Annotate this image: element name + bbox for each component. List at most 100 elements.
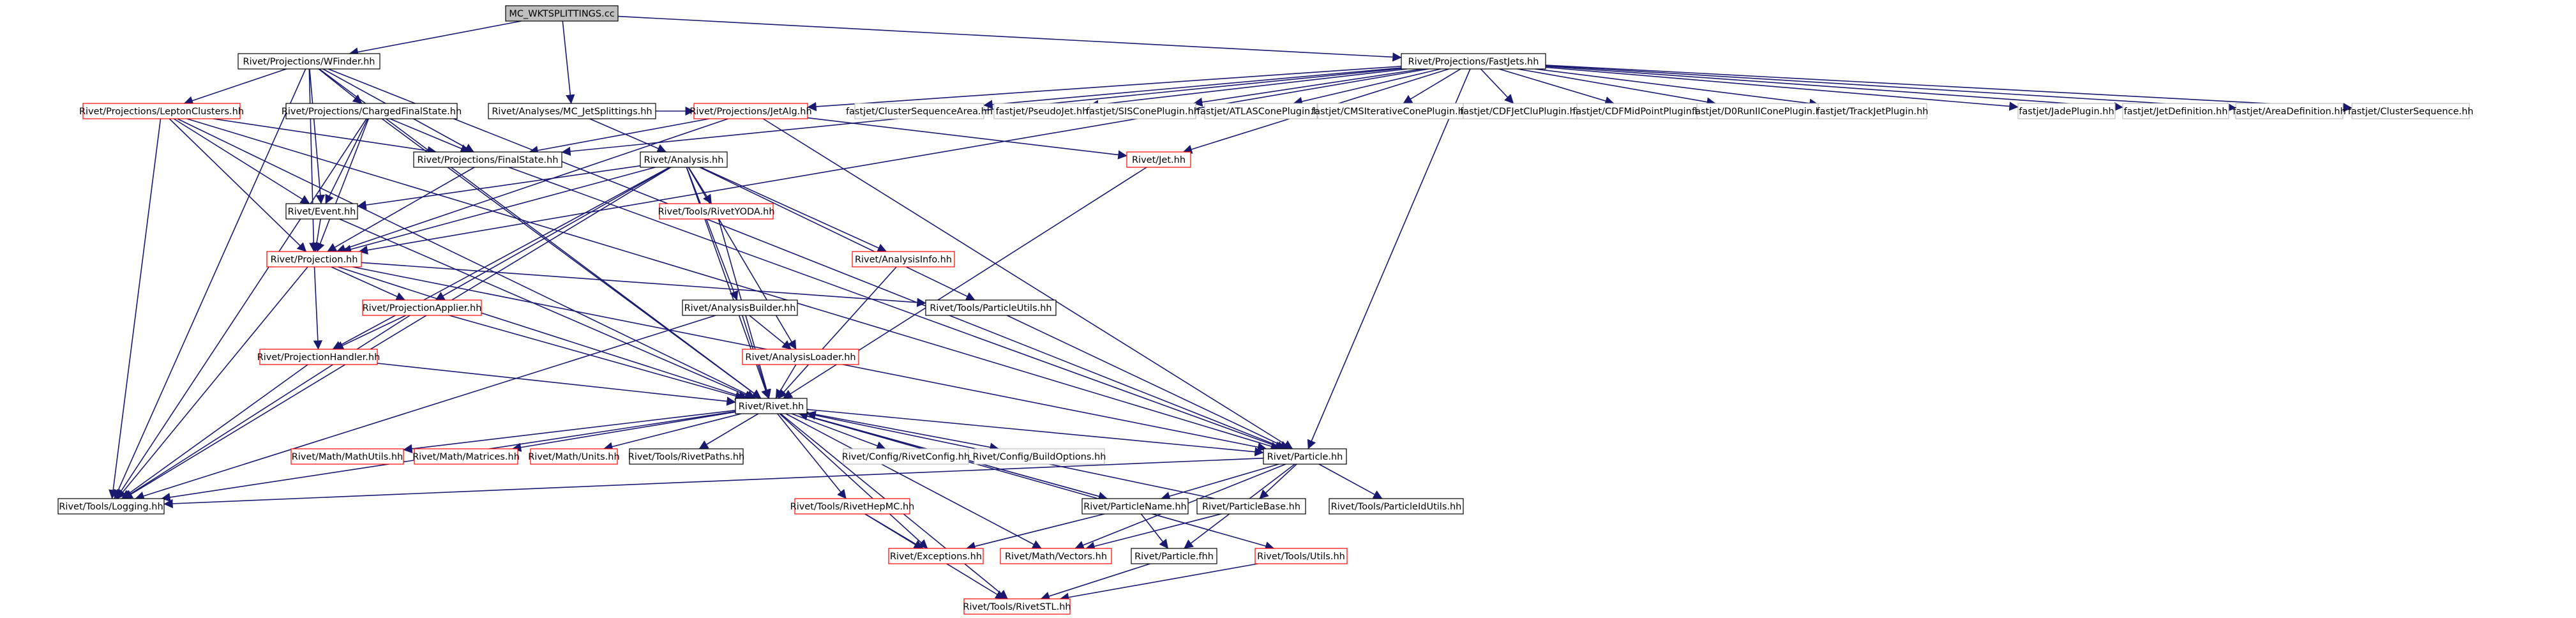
node-box — [259, 349, 378, 365]
include-edge-rivet-to-mathutils — [403, 409, 736, 454]
node-layer: MC_WKTSPLITTINGS.ccRivet/Projections/WFi… — [57, 5, 2473, 615]
node-leptonclusters[interactable]: Rivet/Projections/LeptonClusters.hh — [79, 103, 244, 119]
include-edge-analysis-to-logging — [123, 167, 672, 499]
node-exceptions[interactable]: Rivet/Exceptions.hh — [888, 548, 984, 564]
node-mathutils[interactable]: Rivet/Math/MathUtils.hh — [290, 448, 404, 465]
node-label: fastjet/PseudoJet.hh — [996, 107, 1088, 117]
node-label: Rivet/Projection.hh — [271, 255, 358, 265]
node-box — [2235, 103, 2344, 119]
node-box — [1696, 103, 1823, 119]
include-edge-fastjets-to-siscone — [1193, 68, 1423, 107]
node-box — [659, 203, 774, 220]
node-particlename[interactable]: Rivet/ParticleName.hh — [1081, 498, 1189, 515]
node-rivetyoda[interactable]: Rivet/Tools/RivetYODA.hh — [658, 203, 775, 220]
node-rivethepmc[interactable]: Rivet/Tools/RivetHepMC.hh — [790, 498, 915, 515]
include-edge-leptonclusters-to-finalstate — [213, 118, 437, 156]
include-edge-analysis-to-analysisinfo — [700, 167, 887, 252]
node-rivetconfig: Rivet/Config/RivetConfig.hh — [842, 448, 970, 465]
node-label: Rivet/Exceptions.hh — [890, 552, 982, 562]
include-edge-fastjets-to-jade — [1545, 66, 2019, 111]
node-box — [57, 498, 165, 515]
node-analysisloader[interactable]: Rivet/AnalysisLoader.hh — [742, 349, 859, 365]
node-jetalg[interactable]: Rivet/Projections/JetAlg.hh — [689, 103, 812, 119]
include-edge-fastjets-to-areadef — [1545, 65, 2236, 112]
node-label: Rivet/AnalysisBuilder.hh — [684, 303, 796, 313]
node-box — [505, 5, 619, 22]
node-label: Rivet/Math/Units.hh — [528, 452, 619, 462]
node-atlascone: fastjet/ATLASConePlugin.hh — [1197, 103, 1325, 119]
node-label: Rivet/Tools/ParticleIdUtils.hh — [1331, 502, 1462, 512]
include-edge-analysis-to-analysisloader — [688, 167, 797, 350]
node-label: Rivet/Tools/RivetHepMC.hh — [790, 502, 915, 512]
node-box — [1204, 103, 1318, 119]
include-edge-particlename-to-exceptions — [966, 513, 1105, 551]
node-label: MC_WKTSPLITTINGS.cc — [509, 9, 614, 19]
include-edge-projapplier-to-rivet — [449, 315, 745, 401]
include-edge-event-to-rivet — [339, 218, 754, 400]
node-box — [2017, 103, 2116, 119]
node-wfinder[interactable]: Rivet/Projections/WFinder.hh — [237, 53, 380, 70]
node-vectors[interactable]: Rivet/Math/Vectors.hh — [1000, 548, 1112, 564]
include-edge-particleutils-to-particle — [1006, 315, 1290, 449]
node-label: Rivet/Event.hh — [288, 207, 356, 217]
node-projhandler[interactable]: Rivet/ProjectionHandler.hh — [257, 349, 380, 365]
node-analysisbuilder[interactable]: Rivet/AnalysisBuilder.hh — [682, 299, 798, 316]
include-edge-wfinder-to-chargedfs — [318, 68, 363, 104]
node-box — [1263, 448, 1347, 465]
include-edge-projhandler-to-rivet — [377, 363, 736, 406]
node-analysis[interactable]: Rivet/Analysis.hh — [640, 151, 728, 168]
node-jade: fastjet/JadePlugin.hh — [2017, 103, 2116, 119]
node-rivet[interactable]: Rivet/Rivet.hh — [735, 398, 808, 414]
node-rivetstl[interactable]: Rivet/Tools/RivetSTL.hh — [963, 598, 1071, 615]
include-edge-mcjetsplittings-to-analysis — [589, 118, 667, 153]
node-mcjetsplittings[interactable]: Rivet/Analyses/MC_JetSplittings.hh — [488, 103, 656, 119]
node-box — [1081, 498, 1189, 515]
node-projection[interactable]: Rivet/Projection.hh — [266, 251, 362, 268]
node-particleutils[interactable]: Rivet/Tools/ParticleUtils.hh — [925, 299, 1057, 316]
node-particlefhh[interactable]: Rivet/Particle.fhh — [1131, 548, 1217, 564]
node-rivetpaths[interactable]: Rivet/Tools/RivetPaths.hh — [628, 448, 744, 465]
node-label: Rivet/Config/BuildOptions.hh — [973, 452, 1106, 462]
node-box — [925, 299, 1057, 316]
include-edge-fastjets-to-jetdef — [1545, 66, 2123, 112]
node-particle[interactable]: Rivet/Particle.hh — [1263, 448, 1347, 465]
node-toolsutils[interactable]: Rivet/Tools/Utils.hh — [1254, 548, 1348, 564]
node-label: fastjet/CMSIterativeConePlugin.hh — [1311, 107, 1470, 117]
node-box — [2122, 103, 2229, 119]
node-box — [1089, 103, 1196, 119]
node-label: Rivet/Analysis.hh — [644, 155, 724, 165]
include-edge-analysis-to-projapplier — [435, 167, 671, 301]
node-root[interactable]: MC_WKTSPLITTINGS.cc — [505, 5, 619, 22]
node-matrices[interactable]: Rivet/Math/Matrices.hh — [412, 448, 520, 465]
node-jet[interactable]: Rivet/Jet.hh — [1126, 151, 1191, 168]
node-box — [1329, 498, 1464, 515]
include-edge-wfinder-to-particle — [328, 68, 1286, 450]
include-edge-particle-to-particlebase — [1259, 464, 1297, 499]
node-finalstate[interactable]: Rivet/Projections/FinalState.hh — [413, 151, 562, 168]
include-edge-analysis-to-projection — [342, 167, 656, 254]
node-logging[interactable]: Rivet/Tools/Logging.hh — [57, 498, 165, 515]
node-projapplier[interactable]: Rivet/ProjectionApplier.hh — [362, 299, 482, 316]
node-analysisinfo[interactable]: Rivet/AnalysisInfo.hh — [852, 251, 955, 268]
node-label: fastjet/D0RunIIConePlugin.hh — [1692, 107, 1827, 117]
node-box — [1317, 103, 1464, 119]
node-fastjets[interactable]: Rivet/Projections/FastJets.hh — [1401, 53, 1546, 70]
include-edge-rivet-to-rivethepmc — [777, 413, 847, 499]
node-box — [285, 103, 458, 119]
include-edge-projapplier-to-logging — [123, 315, 411, 499]
include-edge-toolsutils-to-rivetstl — [1059, 563, 1258, 602]
include-edge-event-to-projection — [312, 218, 322, 252]
include-edge-analysis-to-analysisbuilder — [686, 167, 739, 301]
node-particlebase[interactable]: Rivet/ParticleBase.hh — [1196, 498, 1306, 515]
node-chargedfs[interactable]: Rivet/Projections/ChargedFinalState.hh — [282, 103, 462, 119]
node-label: Rivet/Projections/LeptonClusters.hh — [79, 107, 244, 117]
node-areadef: fastjet/AreaDefinition.hh — [2233, 103, 2346, 119]
include-edge-wfinder-to-logging — [114, 68, 306, 499]
node-units[interactable]: Rivet/Math/Units.hh — [528, 448, 620, 465]
include-edge-rivet-to-vectors — [785, 413, 1042, 549]
include-edge-chargedfs-to-event — [325, 118, 368, 204]
include-edge-leptonclusters-to-projection — [169, 118, 307, 252]
node-particleidutils[interactable]: Rivet/Tools/ParticleIdUtils.hh — [1329, 498, 1464, 515]
node-event[interactable]: Rivet/Event.hh — [285, 203, 358, 220]
node-label: Rivet/Math/MathUtils.hh — [292, 452, 403, 462]
